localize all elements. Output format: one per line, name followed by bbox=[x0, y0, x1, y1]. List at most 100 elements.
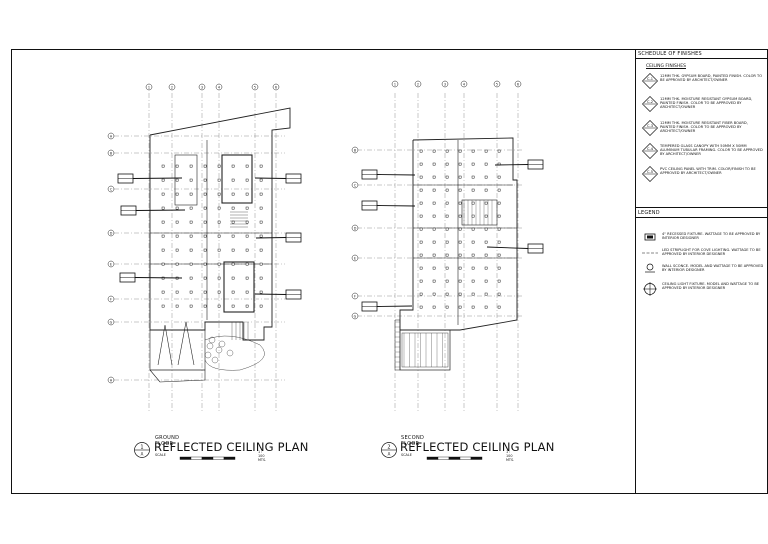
light-fixture bbox=[484, 188, 488, 192]
grid-bubble bbox=[107, 295, 115, 303]
grid-bubble bbox=[351, 181, 359, 189]
second-floor-plan bbox=[357, 93, 544, 412]
finish-tag: C-5 bbox=[647, 170, 653, 174]
light-fixture bbox=[419, 149, 423, 153]
balcony-inner bbox=[401, 332, 449, 368]
light-fixture bbox=[245, 234, 249, 238]
finish-tag: C-2 bbox=[647, 100, 653, 104]
light-fixture bbox=[245, 304, 249, 308]
light-fixture bbox=[259, 206, 263, 210]
plant-circle bbox=[218, 340, 226, 348]
grid-bubble bbox=[107, 260, 115, 268]
light-fixture bbox=[458, 201, 462, 205]
light-fixture bbox=[458, 214, 462, 218]
light-fixture bbox=[497, 253, 501, 257]
light-fixture bbox=[419, 162, 423, 166]
scale-bar-segment bbox=[201, 456, 214, 460]
light-fixture bbox=[445, 292, 449, 296]
light-fixture bbox=[471, 162, 475, 166]
light-fixture bbox=[458, 266, 462, 270]
grid-bubble bbox=[391, 80, 399, 88]
light-fixture bbox=[231, 262, 235, 266]
light-fixture bbox=[419, 214, 423, 218]
light-fixture bbox=[445, 279, 449, 283]
finish-tag-icon: C-2 bbox=[642, 96, 658, 112]
light-fixture bbox=[497, 305, 501, 309]
led-strip-icon bbox=[642, 252, 658, 254]
plant-circle bbox=[211, 356, 219, 364]
light-fixture bbox=[484, 149, 488, 153]
light-fixture bbox=[432, 253, 436, 257]
recessed-light-icon bbox=[644, 233, 656, 241]
light-fixture bbox=[217, 178, 221, 182]
light-fixture bbox=[484, 162, 488, 166]
grid-label: 4 bbox=[218, 85, 220, 89]
ceiling-light-icon bbox=[643, 282, 657, 296]
finish-description: PVC CEILING PANEL WITH TRIM. COLOR/FINIS… bbox=[660, 167, 756, 176]
grid-label: 5 bbox=[254, 85, 256, 89]
room-outline bbox=[223, 261, 255, 313]
light-fixture bbox=[458, 175, 462, 179]
grid-label: 6 bbox=[517, 82, 519, 86]
light-fixture bbox=[497, 292, 501, 296]
light-fixture bbox=[484, 214, 488, 218]
light-fixture bbox=[189, 262, 193, 266]
light-fixture bbox=[484, 266, 488, 270]
light-fixture bbox=[432, 279, 436, 283]
leader-line bbox=[255, 237, 287, 239]
light-fixture bbox=[419, 188, 423, 192]
light-fixture bbox=[471, 175, 475, 179]
light-fixture bbox=[217, 262, 221, 266]
room-outline bbox=[221, 154, 253, 204]
plan-scale-value: 1 : 100 MTS. bbox=[506, 450, 515, 462]
light-fixture bbox=[484, 305, 488, 309]
light-fixture bbox=[419, 266, 423, 270]
legend-title: LEGEND bbox=[636, 207, 768, 218]
light-fixture bbox=[445, 201, 449, 205]
finish-description: 12MM THK. MOISTURE RESISTANT GYPSUM BOAR… bbox=[660, 97, 753, 110]
light-fixture bbox=[161, 234, 165, 238]
light-fixture bbox=[445, 266, 449, 270]
light-fixture bbox=[203, 206, 207, 210]
light-fixture bbox=[259, 178, 263, 182]
light-fixture bbox=[203, 178, 207, 182]
finish-tag-icon: C-5 bbox=[642, 166, 658, 182]
light-fixture bbox=[471, 305, 475, 309]
light-fixture bbox=[245, 206, 249, 210]
light-fixture bbox=[445, 240, 449, 244]
light-fixture bbox=[217, 192, 221, 196]
leader-line bbox=[376, 174, 416, 176]
light-fixture bbox=[445, 175, 449, 179]
light-fixture bbox=[203, 262, 207, 266]
grid-label: H bbox=[110, 378, 113, 382]
light-fixture bbox=[245, 192, 249, 196]
scale-bar-segment bbox=[223, 456, 236, 460]
light-fixture bbox=[231, 192, 235, 196]
grid-label: D bbox=[110, 231, 113, 235]
light-fixture bbox=[484, 175, 488, 179]
light-fixture bbox=[445, 188, 449, 192]
light-fixture bbox=[259, 248, 263, 252]
finish-item: C-5 PVC CEILING PANEL WITH TRIM. COLOR/FI… bbox=[640, 166, 766, 184]
grid-bubble bbox=[251, 83, 259, 91]
light-fixture bbox=[203, 164, 207, 168]
grid-bubble bbox=[107, 318, 115, 326]
stair-well bbox=[461, 199, 498, 226]
wall-sconce-icon bbox=[645, 263, 655, 273]
light-fixture bbox=[432, 149, 436, 153]
leader-line bbox=[254, 293, 287, 295]
finish-item: C-2 12MM THK. MOISTURE RESISTANT GYPSUM B… bbox=[640, 96, 766, 114]
light-fixture bbox=[161, 206, 165, 210]
legend-description: LED STRIPLIGHT FOR COVE LIGHTING. WATTAG… bbox=[662, 248, 761, 257]
light-fixture bbox=[161, 248, 165, 252]
light-fixture bbox=[259, 234, 263, 238]
light-fixture bbox=[484, 279, 488, 283]
light-fixture bbox=[471, 201, 475, 205]
plant-circle bbox=[226, 349, 234, 357]
grid-label: E bbox=[110, 262, 112, 266]
light-fixture bbox=[432, 227, 436, 231]
side-panel: SCHEDULE OF FINISHES CEILING FINISHES C-… bbox=[635, 49, 768, 494]
light-fixture bbox=[259, 192, 263, 196]
plan-title: REFLECTED CEILING PLAN bbox=[154, 440, 309, 454]
light-fixture bbox=[245, 164, 249, 168]
